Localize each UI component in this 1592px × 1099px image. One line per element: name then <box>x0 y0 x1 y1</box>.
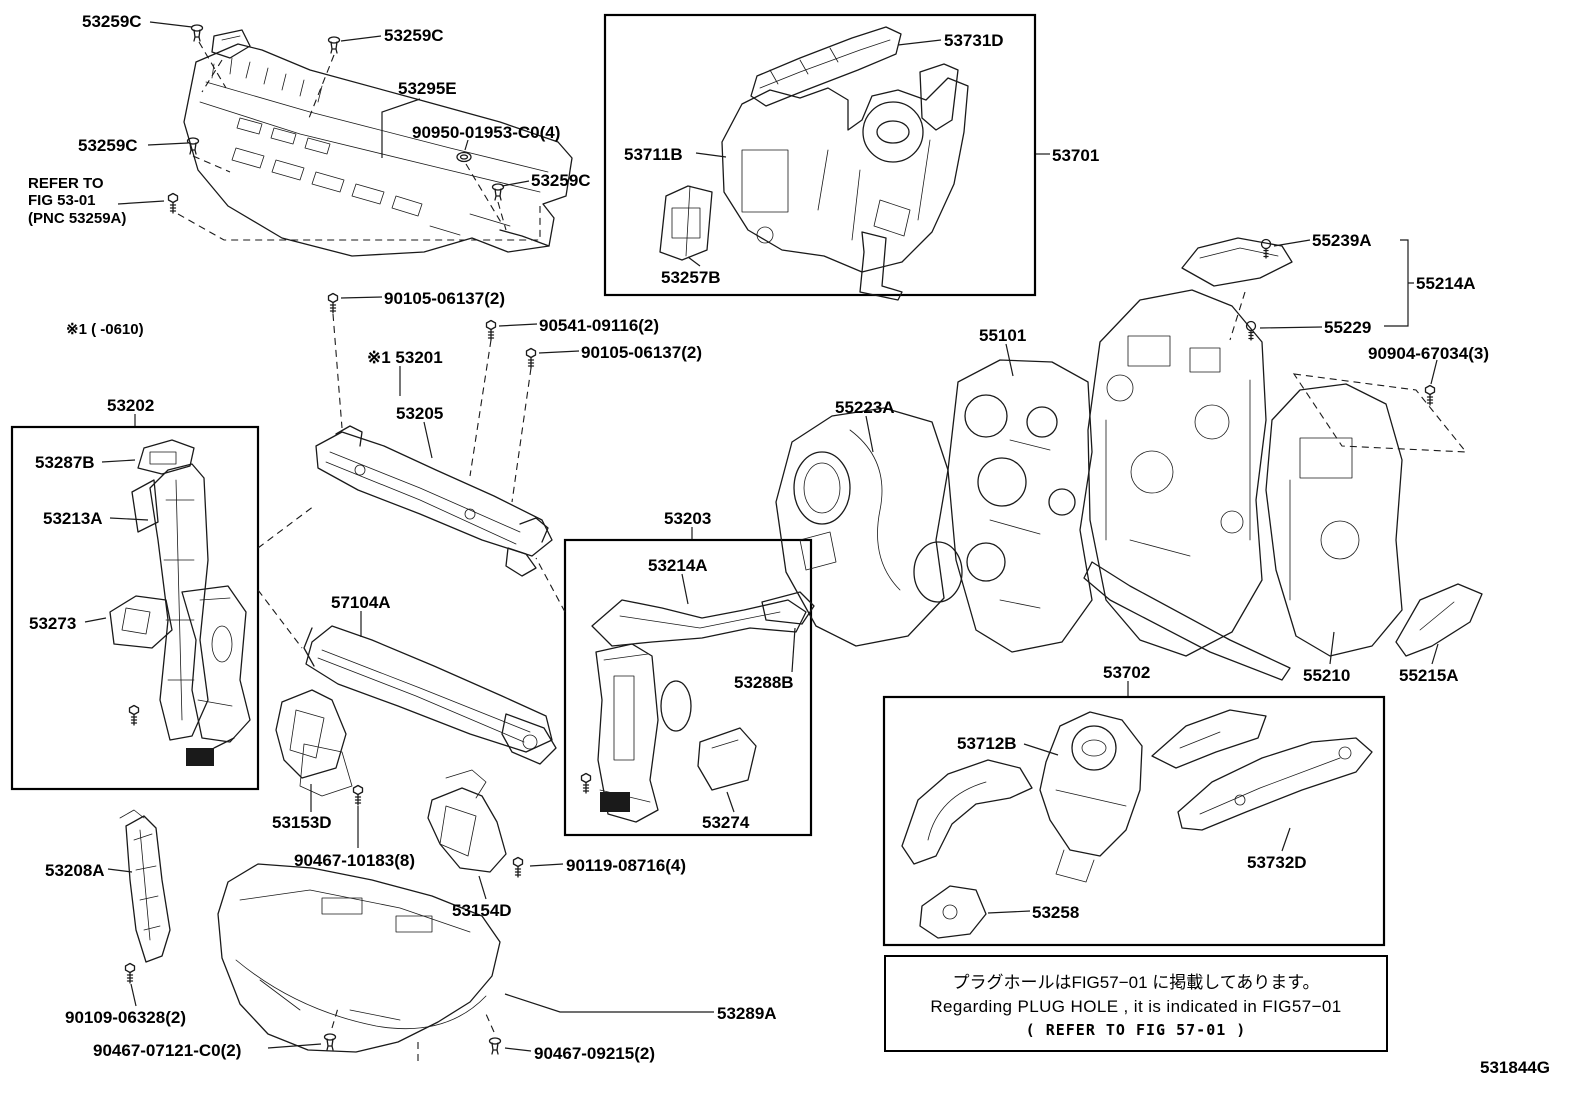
label-55214a: 55214A <box>1416 274 1476 293</box>
label-53203: 53203 <box>664 509 712 528</box>
label-53153d: 53153D <box>272 813 332 832</box>
frame-apron-rh <box>882 695 1386 947</box>
label-55239a: 55239A <box>1312 231 1372 250</box>
frame-center-support <box>563 538 813 837</box>
label-53287b: 53287B <box>35 453 95 472</box>
note-line-reference: ( REFER TO FIG 57-01 ) <box>1025 1021 1247 1039</box>
label-90467-10183: 90467-10183(8) <box>294 851 415 870</box>
label-90105-06137-1: 90105-06137(2) <box>384 289 505 308</box>
label-53702: 53702 <box>1103 663 1151 682</box>
label-53257b: 53257B <box>661 268 721 287</box>
label-90904-67034: 90904-67034(3) <box>1368 344 1489 363</box>
part-center-support-drawing <box>591 591 815 823</box>
part-cross-member-drawing <box>303 625 557 765</box>
label-53154d: 53154D <box>452 901 512 920</box>
label-53214a: 53214A <box>648 556 708 575</box>
part-bracket-53154d-drawing <box>427 769 507 873</box>
label-53259c-1: 53259C <box>82 12 142 31</box>
label-90541-09116: 90541-09116(2) <box>539 316 660 335</box>
label-53201: ※1 53201 <box>367 348 443 367</box>
alignment-dashed-lines <box>177 41 1468 1062</box>
part-lower-cover-drawing <box>217 863 501 1053</box>
part-fender-apron-assembly-drawing <box>659 26 969 301</box>
label-53273: 53273 <box>29 614 77 633</box>
label-53259c-4: 53259C <box>531 171 591 190</box>
label-53711b: 53711B <box>624 145 683 164</box>
part-seal-53208a-drawing <box>119 809 171 963</box>
label-53295e: 53295E <box>398 79 457 98</box>
frame-side-support <box>10 425 260 791</box>
part-dash-panel-assembly-drawing <box>775 237 1483 681</box>
part-side-support-drawing <box>109 439 251 766</box>
label-55210: 55210 <box>1303 666 1351 685</box>
figure-code: 531844G <box>1480 1058 1550 1077</box>
label-90467-07121: 90467-07121-C0(2) <box>93 1041 242 1060</box>
label-53259c-2: 53259C <box>384 26 444 45</box>
label-53701: 53701 <box>1052 146 1100 165</box>
label-55223a: 55223A <box>835 398 895 417</box>
label-57104a: 57104A <box>331 593 391 612</box>
label-53712b: 53712B <box>957 734 1017 753</box>
label-53208a: 53208A <box>45 861 105 880</box>
plug-hole-note-box: プラグホールはFIG57−01 に掲載してあります。 Regarding PLU… <box>884 955 1388 1052</box>
label-53274: 53274 <box>702 813 750 832</box>
label-refer-fig-53-01: REFER TO FIG 53-01 (PNC 53259A) <box>28 175 127 227</box>
part-cowl-top-panel-drawing <box>183 29 573 257</box>
part-apron-rh-drawing <box>901 709 1373 939</box>
part-bracket-53153d-drawing <box>275 689 353 797</box>
label-53288b: 53288B <box>734 673 794 692</box>
label-53731d: 53731D <box>944 31 1004 50</box>
label-53202: 53202 <box>107 396 155 415</box>
label-55229: 55229 <box>1324 318 1372 337</box>
label-90119-08716: 90119-08716(4) <box>566 856 687 875</box>
label-90467-09215: 90467-09215(2) <box>534 1044 655 1063</box>
label-90105-06137-2: 90105-06137(2) <box>581 343 702 362</box>
label-55215a: 55215A <box>1399 666 1459 685</box>
frame-fender-apron-assembly <box>603 13 1037 297</box>
label-53259c-3: 53259C <box>78 136 138 155</box>
label-53205: 53205 <box>396 404 444 423</box>
label-53732d: 53732D <box>1247 853 1307 872</box>
note-line-japanese: プラグホールはFIG57−01 に掲載してあります。 <box>952 973 1320 992</box>
label-53213a: 53213A <box>43 509 103 528</box>
label-90950-01953-c0: 90950-01953-C0(4) <box>412 123 561 142</box>
label-55101: 55101 <box>979 326 1027 345</box>
label-53258: 53258 <box>1032 903 1080 922</box>
label-53289a: 53289A <box>717 1004 777 1023</box>
note-line-english: Regarding PLUG HOLE , it is indicated in… <box>930 997 1342 1016</box>
label-note-0610: ※1 ( -0610) <box>66 321 144 338</box>
frame-boxes <box>10 13 1386 947</box>
leader-lines <box>84 21 1439 1052</box>
label-90109-06328: 90109-06328(2) <box>65 1008 186 1027</box>
part-radiator-support-upper-drawing <box>315 425 553 577</box>
